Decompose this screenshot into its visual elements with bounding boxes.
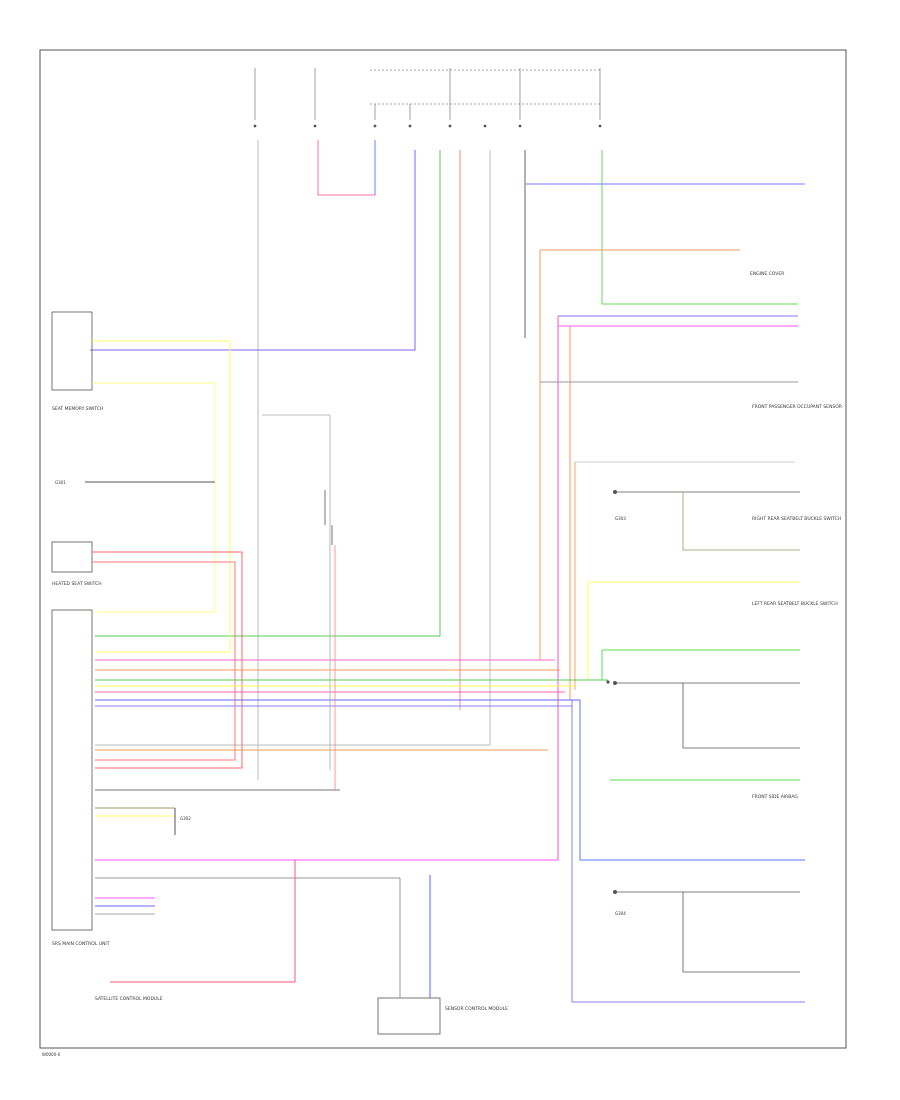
diagram-frame	[39, 49, 847, 1049]
fuse-dots	[253, 124, 602, 128]
engine-cover-label: ENGINE COVER	[750, 271, 784, 277]
left-wires	[85, 340, 608, 998]
bottom-left-module-label: SATELLITE CONTROL MODULE	[95, 996, 163, 1002]
ground-label-right: G304	[615, 911, 626, 916]
ground-label-ecu: G302	[180, 816, 191, 821]
fuse-row	[254, 68, 601, 120]
front-side-airbag-label: FRONT SIDE AIRBAG	[752, 794, 798, 800]
seat-memory-switch-box	[51, 311, 93, 391]
heated-seat-switch-box	[51, 541, 93, 573]
sensor-module-box	[377, 997, 441, 1035]
fuse-drops	[90, 140, 798, 780]
heated-seat-switch-label: HEATED SEAT SWITCH	[52, 581, 102, 587]
center-component	[262, 414, 336, 790]
ecu-box	[51, 609, 93, 931]
ground-label-mid: G303	[615, 516, 626, 521]
seat-memory-switch-label: SEAT MEMORY SWITCH	[52, 406, 103, 412]
left-rear-seatbelt-label: LEFT REAR SEATBELT BUCKLE SWITCH	[752, 601, 838, 607]
right-components	[615, 491, 800, 973]
bottom-center-module-label: SENSOR CONTROL MODULE	[445, 1006, 508, 1012]
right-horizontals	[525, 183, 805, 1003]
passenger-occupant-label: FRONT PASSENGER OCCUPANT SENSOR	[752, 404, 842, 410]
right-rear-seatbelt-label: RIGHT REAR SEATBELT BUCKLE SWITCH	[752, 516, 841, 522]
figure-id: W0000-0	[42, 1052, 61, 1057]
ground-label-left: G301	[55, 480, 66, 485]
right-component-dots	[606, 490, 617, 894]
ecu-label: SRS MAIN CONTROL UNIT	[52, 941, 110, 947]
